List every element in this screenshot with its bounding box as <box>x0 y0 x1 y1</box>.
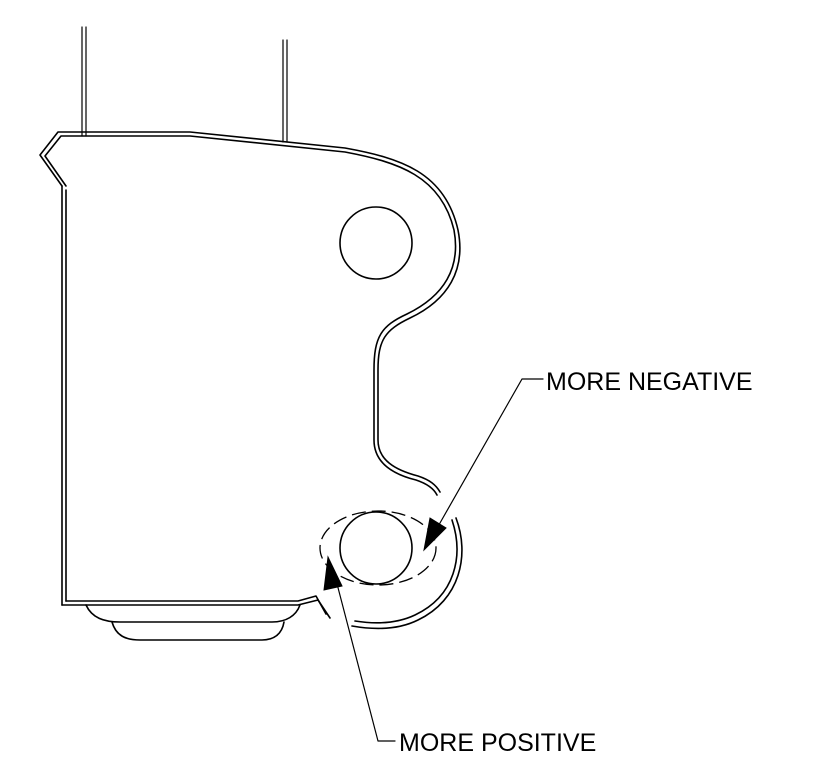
strut-lines <box>81 26 288 143</box>
upper-bolt-hole <box>339 206 413 280</box>
more-negative-label: MORE NEGATIVE <box>546 368 753 396</box>
more-positive-label: MORE POSITIVE <box>399 729 596 757</box>
more-negative-arrow <box>423 378 544 552</box>
bottom-boss <box>85 604 301 641</box>
bracket-outline <box>39 131 463 630</box>
more-positive-arrow <box>323 555 396 742</box>
lower-bolt <box>319 510 437 586</box>
